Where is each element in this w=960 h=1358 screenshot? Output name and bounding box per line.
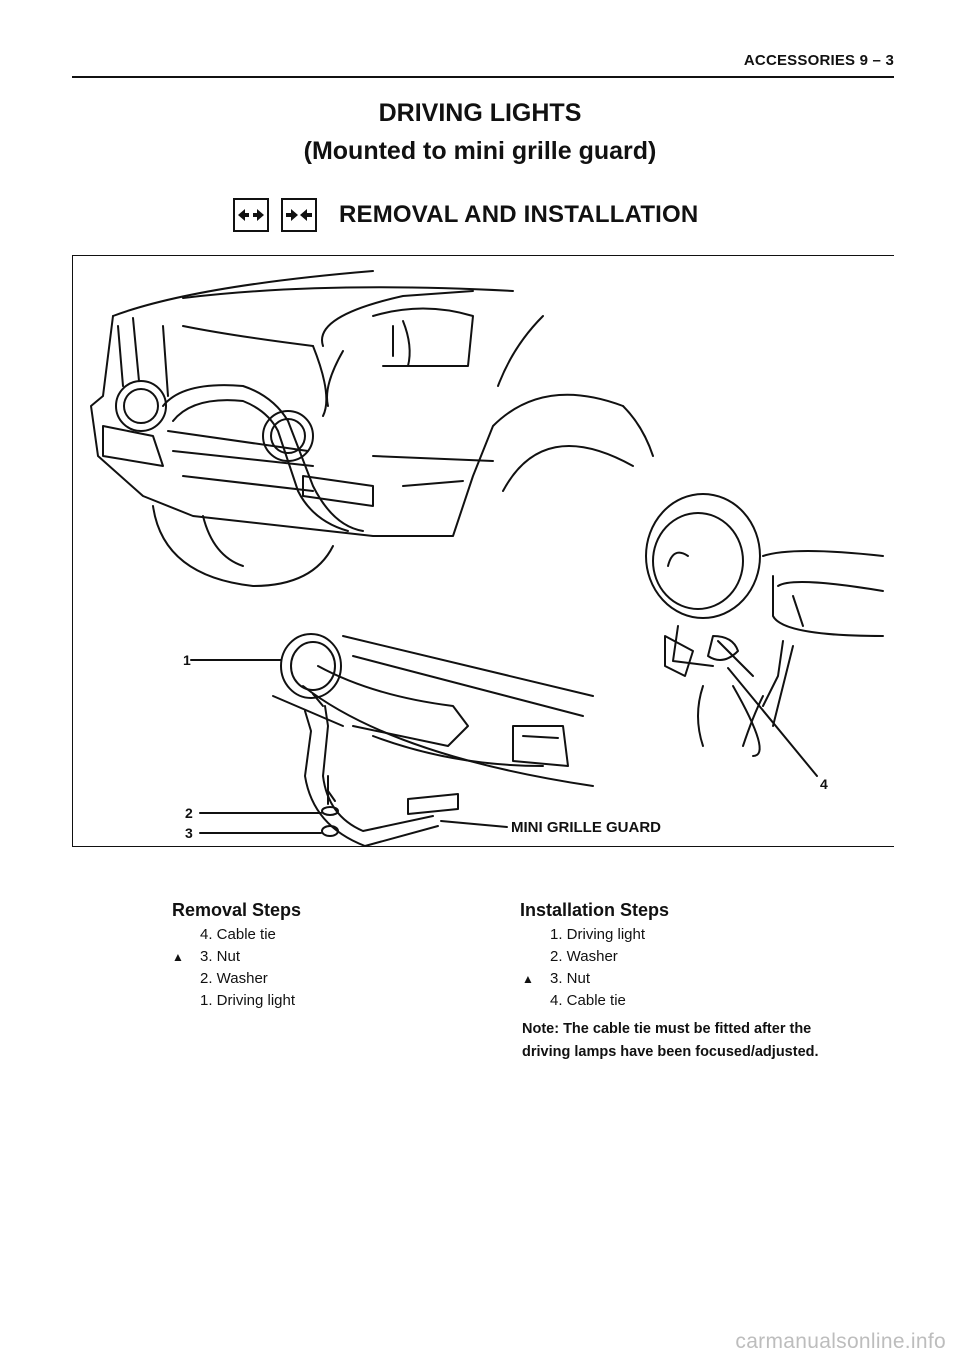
removal-steps-title: Removal Steps: [172, 900, 302, 920]
list-item: 2. Washer: [172, 968, 295, 990]
callout-1: 1: [183, 652, 191, 668]
illustration-drawing: [90, 270, 884, 847]
step-text: 3. Nut: [200, 948, 241, 965]
callout-2: 2: [185, 805, 193, 821]
list-item: 4. Cable tie: [522, 990, 645, 1012]
callout-3: 3: [185, 825, 193, 841]
step-text: 2. Washer: [200, 970, 268, 987]
mini-grille-guard-label: MINI GRILLE GUARD: [511, 819, 661, 836]
step-text: 1. Driving light: [200, 992, 296, 1009]
triangle-marker-icon: ▲: [172, 950, 184, 964]
page-header: ACCESSORIES 9 – 3: [72, 52, 894, 80]
list-item: 4. Cable tie: [172, 924, 295, 946]
installation-steps-list: 1. Driving light 2. Washer ▲ 3. Nut 4. Ca…: [522, 924, 645, 1012]
list-item: ▲ 3. Nut: [522, 968, 645, 990]
step-text: 3. Nut: [550, 970, 591, 987]
page-subtitle: (Mounted to mini grille guard): [303, 137, 657, 165]
list-item: 2. Washer: [522, 946, 645, 968]
watermark: carmanualsonline.info: [735, 1330, 946, 1353]
list-item: 1. Driving light: [172, 990, 295, 1012]
step-text: 4. Cable tie: [200, 926, 276, 943]
step-text: 4. Cable tie: [550, 992, 626, 1009]
driving-light-illustration: 1 2 3 4 MINI GRILLE GUARD: [72, 255, 894, 847]
installation-icon: [281, 198, 317, 232]
installation-note: Note: The cable tie must be fitted after…: [522, 1021, 819, 1060]
step-text: 1. Driving light: [550, 926, 646, 943]
installation-steps-title: Installation Steps: [520, 900, 670, 920]
page-title: DRIVING LIGHTS: [378, 99, 582, 127]
removal-steps-list: 4. Cable tie ▲ 3. Nut 2. Washer 1. Drivin…: [172, 924, 295, 1012]
step-text: 2. Washer: [550, 948, 618, 965]
page-header-label: ACCESSORIES 9 – 3: [743, 52, 894, 69]
section-heading: REMOVAL AND INSTALLATION: [233, 197, 698, 233]
triangle-marker-icon: ▲: [522, 972, 534, 986]
section-title: REMOVAL AND INSTALLATION: [339, 201, 699, 228]
list-item: ▲ 3. Nut: [172, 946, 295, 968]
header-rule: [72, 76, 894, 78]
list-item: 1. Driving light: [522, 924, 645, 946]
callout-4: 4: [820, 776, 828, 792]
removal-icon: [233, 198, 269, 232]
